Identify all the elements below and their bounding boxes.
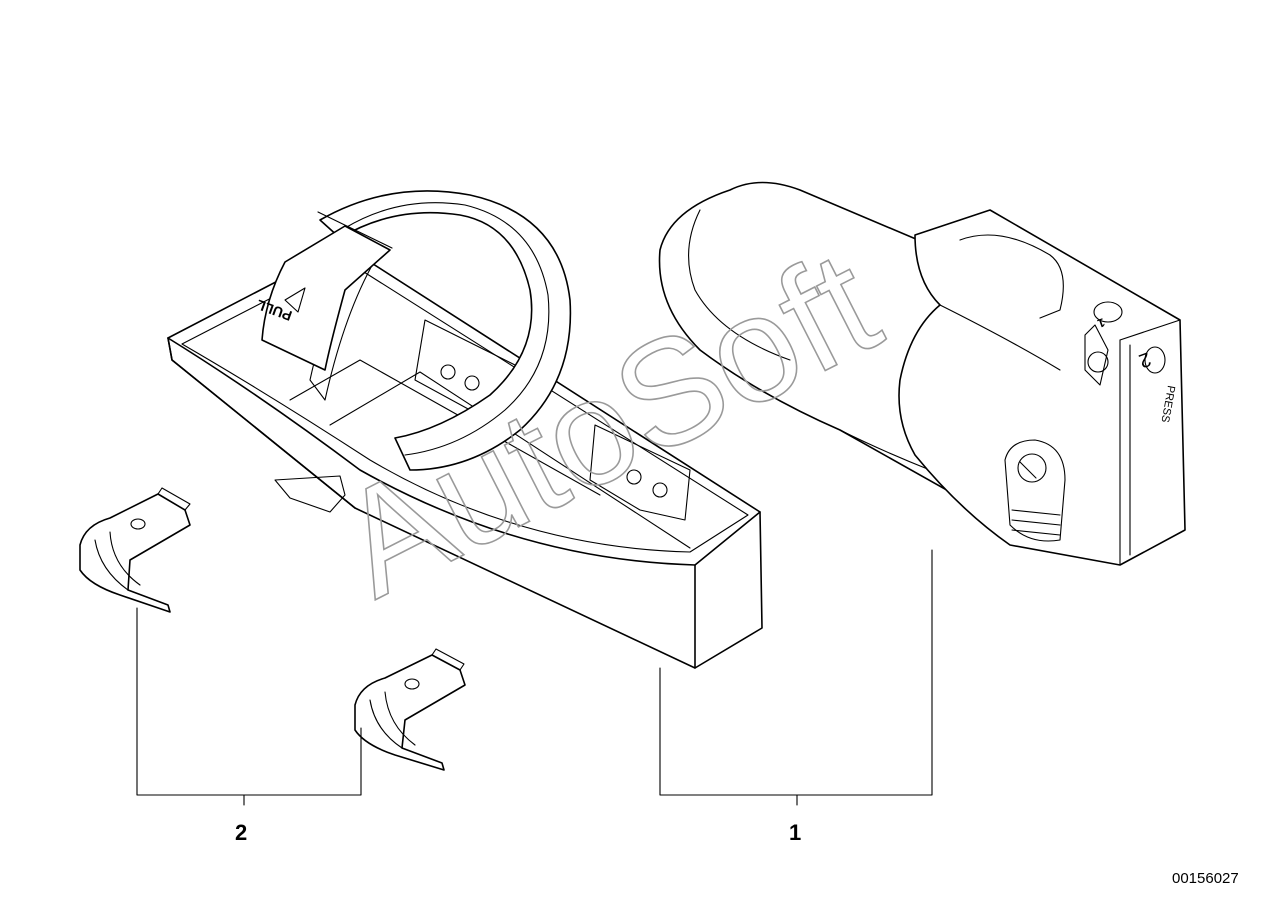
callout-label-1: 1	[789, 820, 802, 845]
holder-strap	[261, 190, 572, 471]
callout-bracket-1	[659, 549, 933, 806]
callout-bracket-2	[136, 607, 362, 806]
diagram-reference-number: 00156027	[1172, 870, 1239, 887]
callout-label-2: 2	[235, 820, 248, 845]
lock-number-1: 1	[1095, 315, 1106, 331]
clip-upper	[79, 487, 191, 613]
clip-lower	[354, 648, 466, 771]
housing-body	[658, 181, 1186, 566]
